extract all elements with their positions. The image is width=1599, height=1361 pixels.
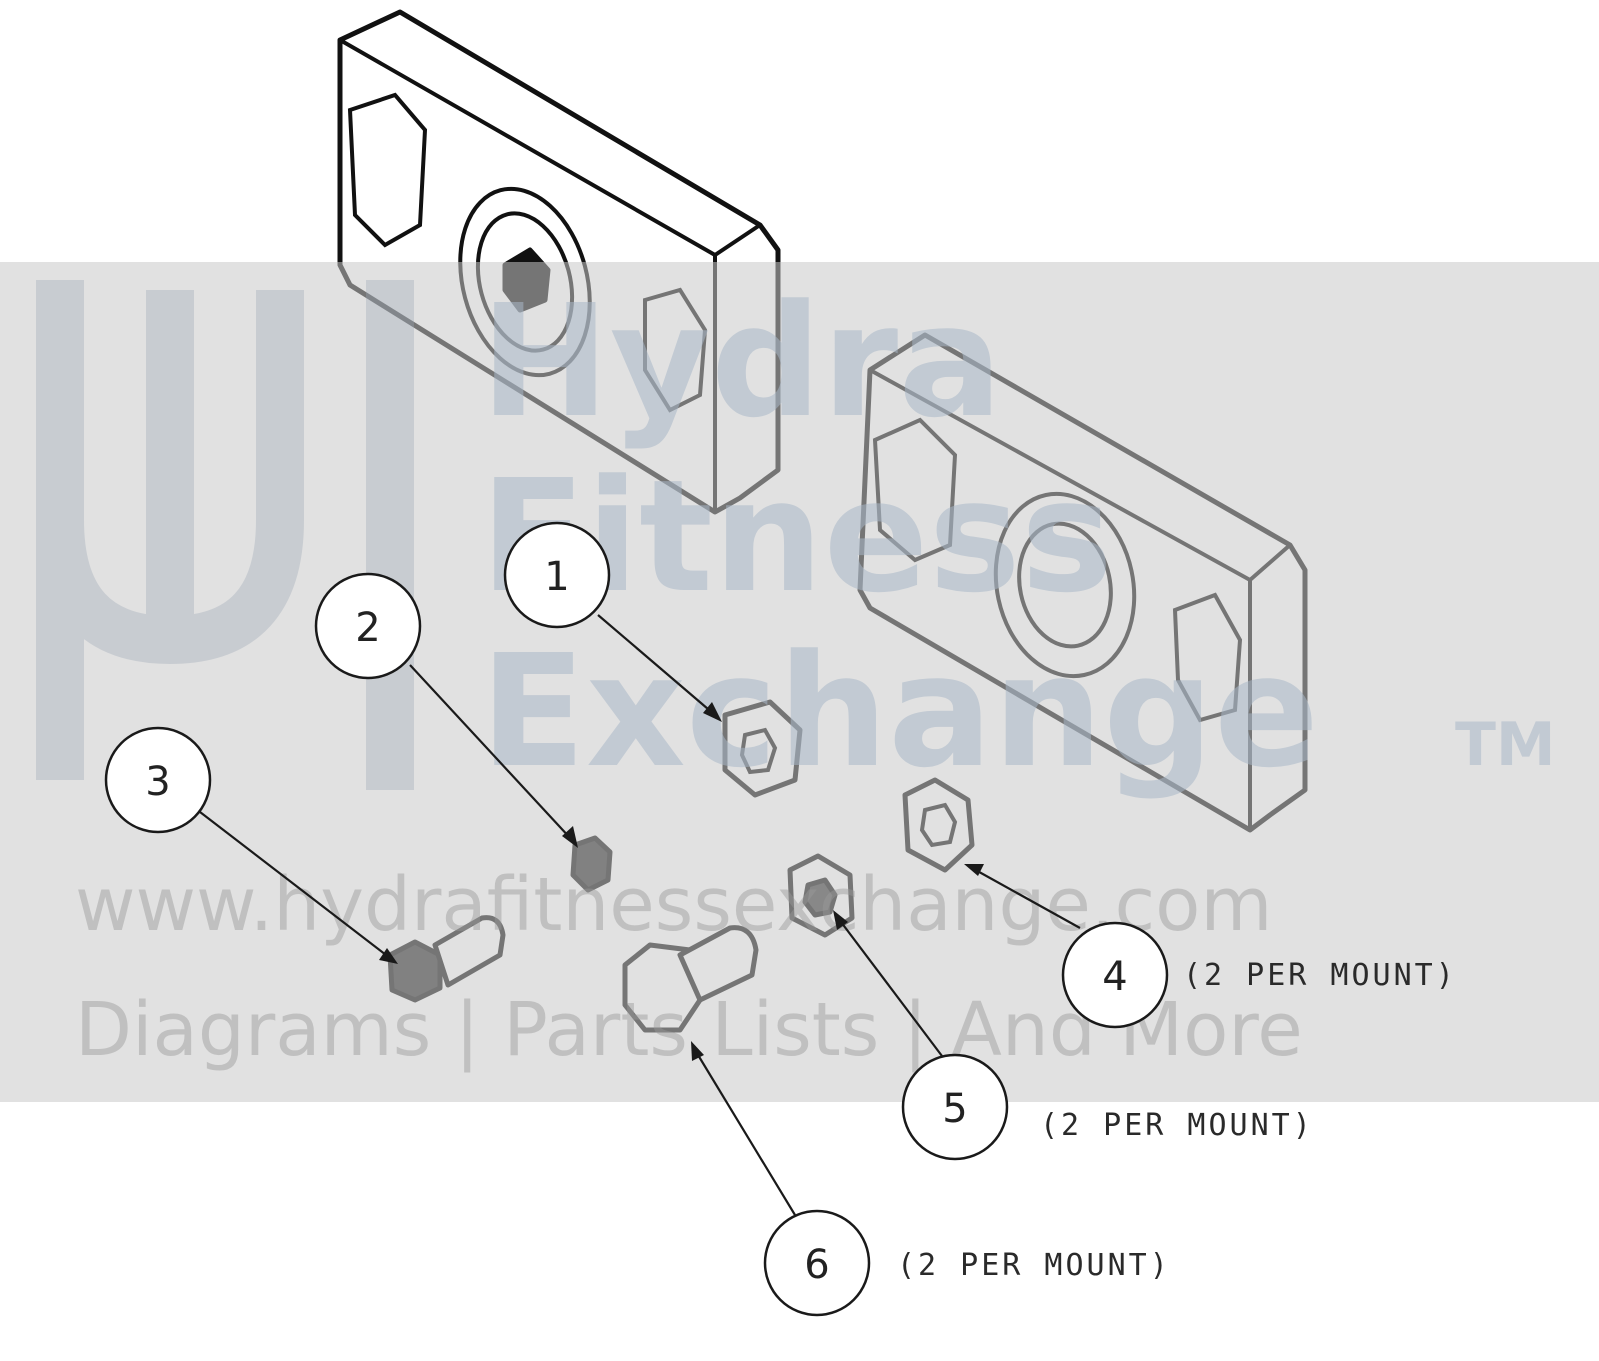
watermark-brand-line-1: Hydra [480,271,1003,452]
watermark-url: www.hydrafitnessexchange.com [75,862,1273,948]
callout-5: 5 (2 PER MOUNT) [833,910,1314,1161]
callout-4: 4 (2 PER MOUNT) [964,864,1457,1029]
watermark: Hydra Fitness Exchange TM www.hydrafitne… [0,262,1599,1102]
callouts: 1 2 3 4 (2 PER MOUNT) 5 [104,521,1457,1317]
callout-number: 6 [804,1242,829,1288]
watermark-trademark: TM [1455,710,1556,780]
quantity-note: (2 PER MOUNT) [1040,1108,1314,1143]
callout-1: 1 [503,521,722,722]
callout-2: 2 [314,572,578,848]
callout-number: 4 [1102,954,1127,1000]
quantity-note: (2 PER MOUNT) [897,1248,1171,1283]
quantity-note: (2 PER MOUNT) [1183,958,1457,993]
watermark-logo-icon [36,280,414,790]
callout-number: 1 [544,554,569,600]
callout-number: 5 [942,1086,967,1132]
callout-3: 3 [104,726,398,964]
callout-number: 3 [145,759,170,805]
callout-number: 2 [355,605,380,651]
watermark-brand-line-3: Exchange [480,621,1319,802]
callout-6: 6 (2 PER MOUNT) [691,1041,1171,1317]
